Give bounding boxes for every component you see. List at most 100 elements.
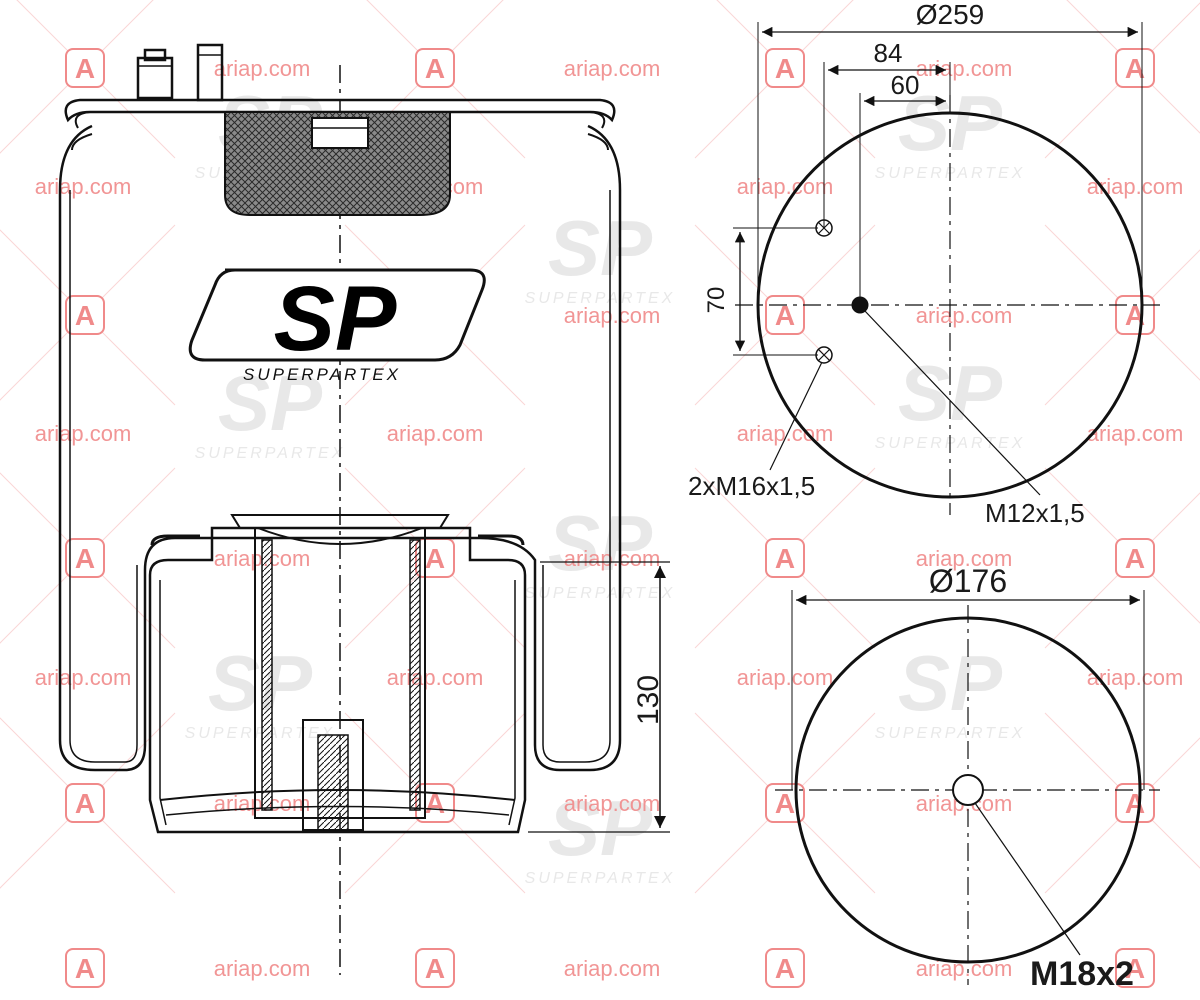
svg-text:A: A <box>1125 788 1145 819</box>
bolt-thread-leader <box>769 361 823 471</box>
svg-text:A: A <box>775 53 795 84</box>
svg-text:SP: SP <box>548 204 653 292</box>
watermark-badge: A <box>765 538 805 578</box>
spacing-70-label: 70 <box>703 287 730 314</box>
watermark-site-text: ariap.com <box>1087 421 1184 446</box>
air-thread-label: M12x1,5 <box>985 498 1085 528</box>
svg-text:SP: SP <box>218 359 323 447</box>
watermark-badge: A <box>1115 48 1155 88</box>
piston-bottom-view <box>775 590 1160 985</box>
height-label: 130 <box>632 675 665 725</box>
watermark-badge: A <box>1115 948 1155 988</box>
svg-text:SUPERPARTEX: SUPERPARTEX <box>525 290 676 307</box>
svg-text:A: A <box>75 543 95 574</box>
svg-text:SUPERPARTEX: SUPERPARTEX <box>195 445 346 462</box>
svg-text:A: A <box>775 953 795 984</box>
watermark-badge: A <box>65 48 105 88</box>
svg-text:SUPERPARTEX: SUPERPARTEX <box>875 165 1026 182</box>
top-stud-left <box>136 56 174 100</box>
svg-text:A: A <box>1125 953 1145 984</box>
svg-text:A: A <box>425 953 445 984</box>
svg-text:SUPERPARTEX: SUPERPARTEX <box>525 585 676 602</box>
svg-text:A: A <box>425 788 445 819</box>
piston-thread-label: M18x2 <box>1030 955 1134 993</box>
watermark-badge: A <box>65 783 105 823</box>
watermark-site-text: ariap.com <box>564 956 661 981</box>
svg-text:SUPERPARTEX: SUPERPARTEX <box>875 435 1026 452</box>
watermark-site-text: ariap.com <box>564 303 661 328</box>
bump-stop-mesh <box>224 111 451 216</box>
watermark-site-text: ariap.com <box>35 174 132 199</box>
svg-text:A: A <box>75 53 95 84</box>
svg-text:A: A <box>75 300 95 331</box>
rubber-bellow <box>58 124 622 772</box>
top-plate-view <box>733 22 1160 515</box>
watermark-badge: A <box>765 948 805 988</box>
svg-text:SP: SP <box>548 499 653 587</box>
watermark-badge: A <box>65 538 105 578</box>
watermark-badge: A <box>415 48 455 88</box>
watermark-badge: A <box>765 48 805 88</box>
watermark-badge: A <box>415 948 455 988</box>
watermark-site-text: ariap.com <box>564 791 661 816</box>
svg-text:SUPERPARTEX: SUPERPARTEX <box>875 725 1026 742</box>
piston-diameter-label: Ø176 <box>929 563 1007 599</box>
watermark-badge: A <box>765 783 805 823</box>
svg-text:SP: SP <box>208 639 313 727</box>
piston-body <box>148 526 527 834</box>
watermark-badge: A <box>1115 538 1155 578</box>
superpartex-logo: SP SUPERPARTEX <box>188 268 486 384</box>
watermark-site-text: ariap.com <box>387 665 484 690</box>
piston-thread-leader <box>974 802 1081 956</box>
watermark-site-text: ariap.com <box>916 303 1013 328</box>
air-spring-side-view <box>58 43 670 975</box>
svg-text:A: A <box>775 543 795 574</box>
watermark-site-text: ariap.com <box>737 665 834 690</box>
svg-text:SP: SP <box>548 784 653 872</box>
watermark-site-text: ariap.com <box>1087 665 1184 690</box>
bolt-thread-label: 2xM16x1,5 <box>688 471 815 501</box>
svg-text:A: A <box>425 543 445 574</box>
watermark-site-text: ariap.com <box>564 546 661 571</box>
watermark-badge: A <box>1115 295 1155 335</box>
svg-text:SUPERPARTEX: SUPERPARTEX <box>525 870 676 887</box>
watermark-site-text: ariap.com <box>737 174 834 199</box>
watermark-site-text: ariap.com <box>214 956 311 981</box>
svg-text:A: A <box>425 53 445 84</box>
watermark-badge: A <box>65 948 105 988</box>
watermark-site-text: ariap.com <box>387 421 484 446</box>
svg-text:A: A <box>1125 53 1145 84</box>
air-inlet-hole <box>851 296 869 314</box>
logo-subtext: SUPERPARTEX <box>243 365 401 384</box>
watermark-site-text: ariap.com <box>35 421 132 446</box>
offset-84-label: 84 <box>874 38 903 68</box>
watermark-site-text: ariap.com <box>916 56 1013 81</box>
bolt-hole-lower <box>815 346 833 364</box>
svg-text:A: A <box>1125 543 1145 574</box>
svg-text:SUPERPARTEX: SUPERPARTEX <box>185 725 336 742</box>
svg-text:SP: SP <box>898 639 1003 727</box>
watermark-site-text: ariap.com <box>916 546 1013 571</box>
watermark-badge: A <box>65 295 105 335</box>
center-thread-hole <box>952 774 984 806</box>
svg-text:A: A <box>775 788 795 819</box>
watermark-badge: A <box>415 538 455 578</box>
svg-text:A: A <box>75 788 95 819</box>
svg-text:A: A <box>775 300 795 331</box>
watermark-site-text: ariap.com <box>564 56 661 81</box>
top-diameter-label: Ø259 <box>916 0 985 30</box>
watermark-badge: A <box>765 295 805 335</box>
svg-text:A: A <box>75 953 95 984</box>
watermark-badge: A <box>415 783 455 823</box>
watermark-site-text: ariap.com <box>214 56 311 81</box>
watermark-site-text: ariap.com <box>737 421 834 446</box>
watermark-site-text: ariap.com <box>35 665 132 690</box>
